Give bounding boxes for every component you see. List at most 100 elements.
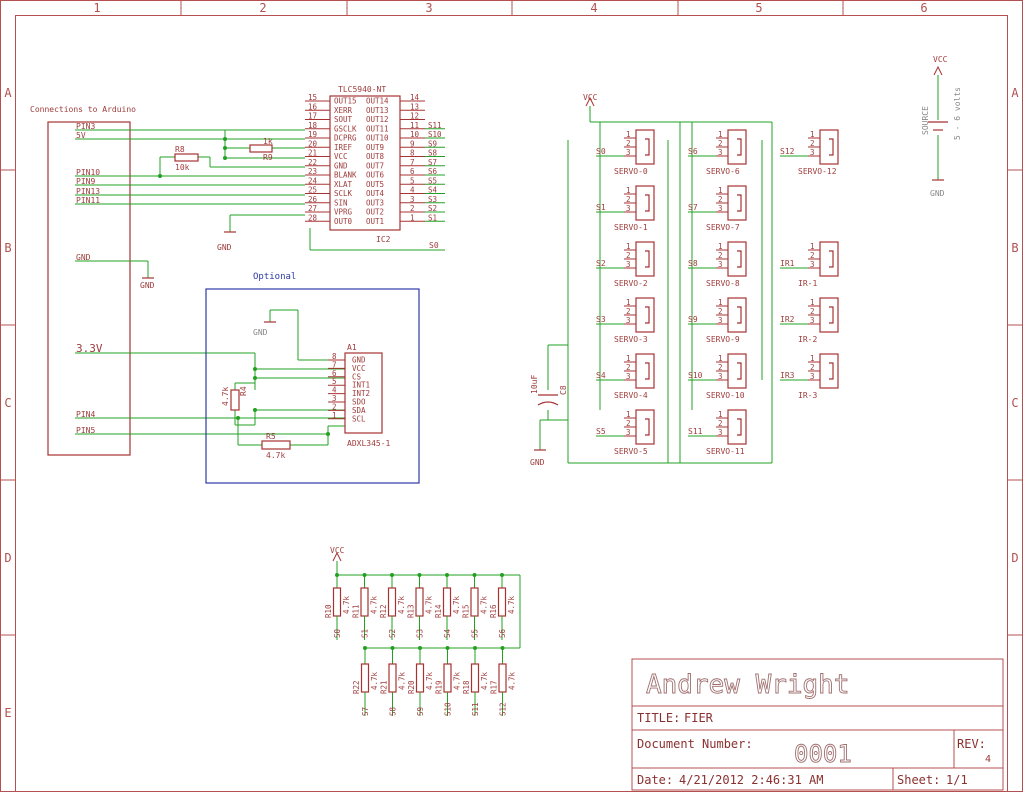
- ic2-left-name: IREF: [334, 143, 353, 152]
- servo-signal-label: S5: [596, 427, 606, 436]
- ic2-left-name: XLAT: [334, 180, 353, 189]
- ic2-left-num: 26: [308, 195, 318, 204]
- frame-col-6: 6: [920, 1, 927, 15]
- ic2-right-num: 2: [410, 204, 415, 213]
- ic2-right-name: OUT6: [366, 171, 385, 180]
- ic2-right-name: OUT4: [366, 189, 385, 198]
- pullup-signal: S9: [416, 707, 425, 716]
- servo-pin-num: 2: [810, 307, 815, 316]
- ic2-title: TLC5940-NT: [338, 85, 386, 94]
- pullup-signal: S3: [416, 629, 425, 638]
- servo-signal-label: S11: [688, 427, 703, 436]
- ic2-signal-label: S10: [428, 130, 442, 139]
- pullup-name: R14: [434, 604, 443, 618]
- ic2-left-num: 25: [308, 186, 317, 195]
- ic2-left-num: 20: [308, 139, 318, 148]
- pullup-signal: S2: [388, 629, 397, 638]
- ic2-right-name: OUT14: [366, 97, 389, 106]
- servo-name: SERVO-7: [706, 223, 740, 232]
- servo-vcc-label: VCC: [583, 93, 598, 102]
- servo-pin-num: 2: [626, 307, 631, 316]
- pullup-resistor-body: [498, 663, 507, 693]
- sheet-value: 1/1: [946, 773, 968, 787]
- ic2-right-num: 5: [410, 176, 415, 185]
- pullup-value: 4.7k: [398, 671, 407, 690]
- adxl-pin-num: 6: [332, 369, 337, 378]
- pullup-resistor-body: [360, 663, 370, 693]
- optional-title: Optional: [253, 272, 296, 282]
- servo-name: SERVO-0: [614, 167, 648, 176]
- ic2-right-num: 12: [410, 112, 419, 121]
- arduino-connector: Connections to Arduino PIN3 5V PIN10 PIN…: [30, 105, 340, 456]
- ic2-left-num: 27: [308, 204, 317, 213]
- servo-pin-num: 1: [626, 130, 631, 139]
- ic2-right-num: 10: [410, 130, 420, 139]
- servo-signal-label: S12: [780, 147, 795, 156]
- source-gnd-label: GND: [930, 189, 945, 198]
- ic2-right-num: 8: [410, 149, 415, 158]
- pullup-value: 4.7k: [480, 671, 489, 690]
- r8-name: R8: [175, 145, 185, 154]
- arduino-pin-pin11: PIN11: [76, 196, 100, 205]
- r9-name: R9: [263, 153, 273, 162]
- adxl-pin-num: 4: [332, 386, 337, 395]
- servo-pin-num: 1: [626, 186, 631, 195]
- servo-pin-num: 2: [626, 195, 631, 204]
- pullup-name: R12: [379, 604, 388, 618]
- pullup-resistor-body: [497, 587, 507, 617]
- ic2-signal-label: S6: [428, 167, 438, 176]
- ic2-left-num: 16: [308, 102, 318, 111]
- ic2-right-num: 14: [410, 93, 420, 102]
- frame-row-c-right: C: [1011, 396, 1018, 410]
- pullup-value: 4.7k: [453, 671, 462, 690]
- servo-name: SERVO-4: [614, 391, 648, 400]
- servo-pin-num: 1: [718, 130, 723, 139]
- r8-value: 10k: [175, 163, 190, 172]
- servo-pin-num: 3: [626, 260, 631, 269]
- pullup-name: R22: [352, 680, 361, 694]
- servo-signal-label: IR2: [780, 315, 795, 324]
- pullup-name: R11: [352, 604, 361, 618]
- servo-pin-num: 3: [810, 148, 815, 157]
- pullup-value: 4.7k: [507, 595, 516, 614]
- pullup-value: 4.7k: [342, 595, 351, 614]
- servo-signal-label: S9: [688, 315, 698, 324]
- arduino-pin-pin13: PIN13: [76, 187, 100, 196]
- servo-name: IR-1: [798, 279, 817, 288]
- servo-pin-num: 2: [626, 419, 631, 428]
- servo-gnd-label: GND: [530, 458, 545, 467]
- ic2-right-name: OUT8: [366, 152, 385, 161]
- servo-pin-num: 1: [810, 298, 815, 307]
- arduino-pin-pin5: PIN5: [76, 426, 95, 435]
- ic2-left-num: 17: [308, 112, 317, 121]
- servo-pin-num: 3: [718, 204, 723, 213]
- pullup-signal: S7: [361, 707, 370, 716]
- pullup-value: 4.7k: [370, 671, 379, 690]
- ic2-signal-label: S11: [428, 121, 442, 130]
- pullup-resistor-body: [415, 663, 425, 693]
- ic2-left-num: 28: [308, 213, 318, 222]
- ic2-left-num: 22: [308, 158, 317, 167]
- servo-pin-num: 1: [718, 242, 723, 251]
- adxl-pin-num: 7: [332, 360, 337, 369]
- servo-pin-num: 2: [718, 419, 723, 428]
- servo-pin-num: 1: [626, 242, 631, 251]
- adxl-pin-num: 5: [332, 377, 337, 386]
- ic2-right-name: OUT7: [366, 161, 384, 170]
- pullup-resistor-body: [442, 587, 452, 617]
- ic2-left-name: XERR: [334, 106, 353, 115]
- servo-signal-label: S2: [596, 259, 606, 268]
- frame-col-4: 4: [590, 1, 597, 15]
- adxl-pin-num: 8: [332, 352, 337, 361]
- ic2-right-num: 4: [410, 186, 415, 195]
- ic2-right-num: 9: [410, 139, 415, 148]
